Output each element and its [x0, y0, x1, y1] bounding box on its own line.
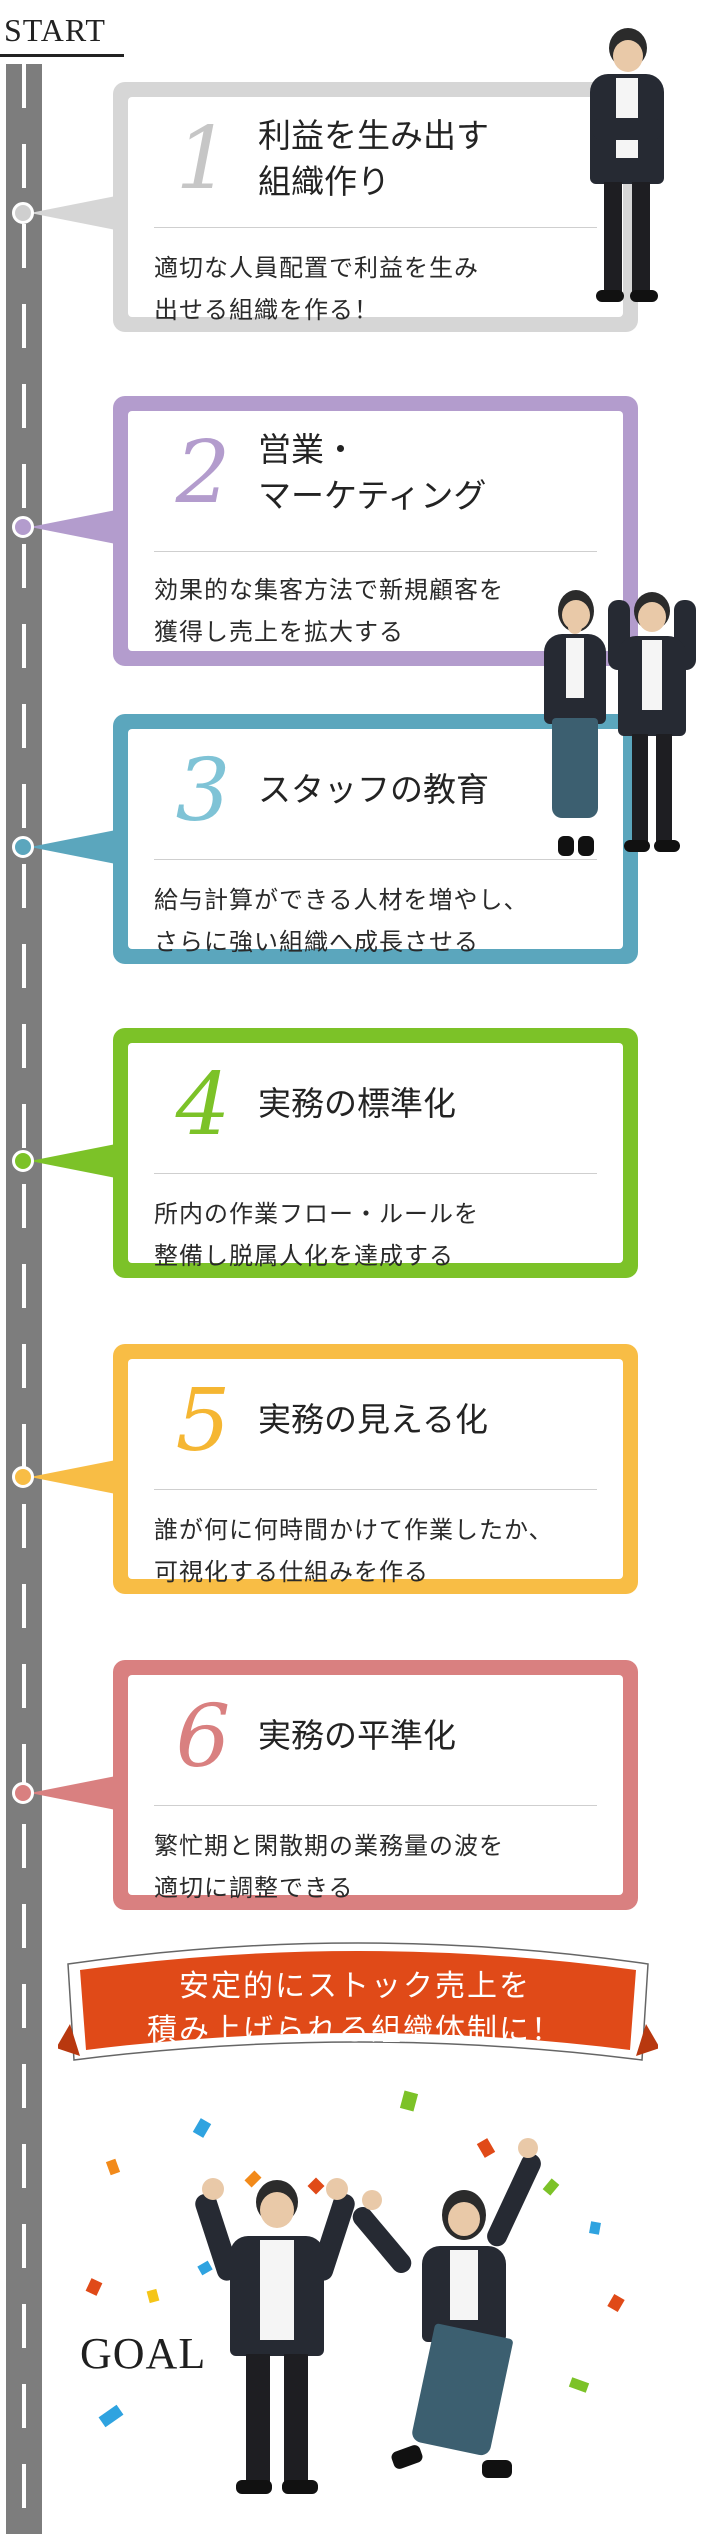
step-6-number: 6	[175, 1687, 231, 1787]
step-6-road-dot	[12, 1782, 34, 1804]
goal-banner-text: 安定的にストック売上を積み上げられる組織体制に！	[147, 1969, 563, 2048]
step-4-title: 実務の標準化	[258, 1084, 456, 1123]
step-2-card: 2 営業・マーケティング 効果的な集客方法で新規顧客を獲得し売上を拡大する	[113, 396, 638, 666]
step-6-title: 実務の平準化	[258, 1716, 456, 1755]
step-1-card: 1 利益を生み出す組織作り 適切な人員配置で利益を生み出せる組織を作る！	[113, 82, 638, 332]
step-3-title: スタッフの教育	[258, 770, 489, 809]
step-6-divider	[154, 1805, 597, 1806]
step-5-card: 5 実務の見える化 誰が何に何時間かけて作業したか、可視化する仕組みを作る	[113, 1344, 638, 1594]
start-underline	[0, 54, 124, 57]
step-3-road-dot	[12, 836, 34, 858]
road-center-line	[22, 64, 26, 2534]
businessman-arms-crossed-photo	[582, 28, 672, 308]
step-5-road-dot	[12, 1466, 34, 1488]
step-1-road-dot	[12, 202, 34, 224]
road	[3, 64, 45, 2534]
start-label: START	[4, 12, 106, 48]
step-4-description: 所内の作業フロー・ルールを整備し脱属人化を達成する	[154, 1200, 479, 1270]
businesswoman-jumping-photo	[348, 2130, 545, 2500]
step-4-road-dot	[12, 1150, 34, 1172]
step-4-divider	[154, 1173, 597, 1174]
step-1-number: 1	[175, 109, 231, 209]
step-5-number: 5	[175, 1371, 231, 1471]
businesswoman-thinking-photo	[538, 590, 612, 860]
step-6-description: 繁忙期と閑散期の業務量の波を適切に調整できる	[154, 1832, 504, 1902]
step-2-number: 2	[175, 423, 231, 523]
step-2-road-dot	[12, 516, 34, 538]
step-3-divider	[154, 859, 597, 860]
step-4-card: 4 実務の標準化 所内の作業フロー・ルールを整備し脱属人化を達成する	[113, 1028, 638, 1278]
step-2-title: 営業・マーケティング	[258, 430, 487, 515]
step-1-title: 利益を生み出す組織作り	[258, 116, 489, 201]
goal-banner	[58, 1942, 658, 2061]
step-3-card: 3 スタッフの教育 給与計算ができる人材を増やし、さらに強い組織へ成長させる	[113, 714, 638, 964]
step-6-card: 6 実務の平準化 繁忙期と閑散期の業務量の波を適切に調整できる	[113, 1660, 638, 1910]
step-3-number: 3	[175, 741, 231, 841]
step-5-description: 誰が何に何時間かけて作業したか、可視化する仕組みを作る	[154, 1516, 554, 1586]
step-4-number: 4	[175, 1055, 231, 1155]
step-2-divider	[154, 551, 597, 552]
step-5-divider	[154, 1489, 597, 1490]
goal-label: GOAL	[80, 2329, 207, 2378]
step-5-title: 実務の見える化	[258, 1400, 489, 1439]
step-2-description: 効果的な集客方法で新規顧客を獲得し売上を拡大する	[154, 576, 504, 646]
step-1-description: 適切な人員配置で利益を生み出せる組織を作る！	[154, 254, 479, 324]
step-3-description: 給与計算ができる人材を増やし、さらに強い組織へ成長させる	[154, 886, 529, 956]
step-1-divider	[154, 227, 597, 228]
businessman-hands-on-head-photo	[604, 588, 700, 860]
businessman-cheering-photo	[192, 2168, 358, 2508]
